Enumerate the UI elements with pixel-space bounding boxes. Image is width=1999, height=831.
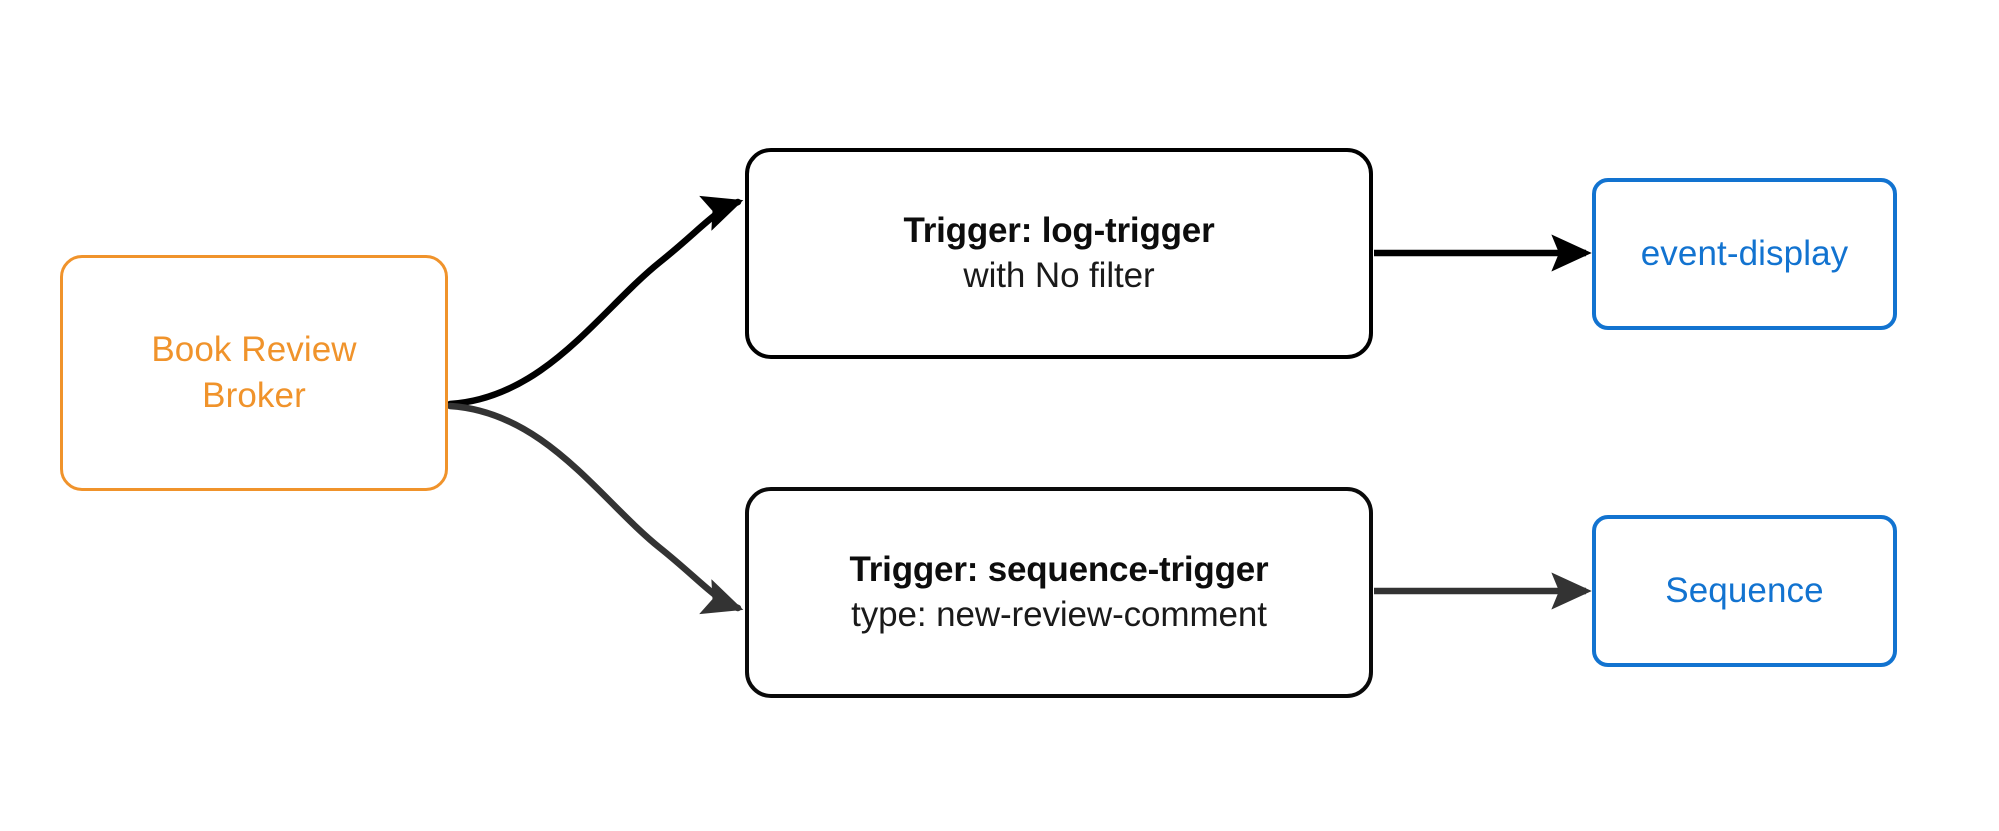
event-display-label: event-display — [1640, 234, 1849, 274]
log-trigger-subtitle: with No filter — [963, 255, 1155, 295]
log-trigger-title: Trigger: log-trigger — [903, 210, 1215, 250]
node-event-display[interactable]: event-display — [1592, 178, 1897, 330]
broker-label-line1: Book Review — [151, 329, 357, 369]
sequence-trigger-subtitle: type: new-review-comment — [851, 594, 1267, 634]
edge-broker-to-log-trigger — [446, 195, 744, 408]
node-sequence-trigger[interactable]: Trigger: sequence-trigger type: new-revi… — [745, 487, 1373, 698]
node-book-review-broker[interactable]: Book Review Broker — [60, 255, 448, 491]
sequence-trigger-title: Trigger: sequence-trigger — [849, 549, 1269, 589]
broker-label-line2: Broker — [202, 376, 306, 415]
edge-broker-to-sequence-trigger — [446, 402, 744, 615]
sequence-label: Sequence — [1665, 571, 1824, 611]
node-log-trigger[interactable]: Trigger: log-trigger with No filter — [745, 148, 1373, 359]
node-sequence[interactable]: Sequence — [1592, 515, 1897, 667]
